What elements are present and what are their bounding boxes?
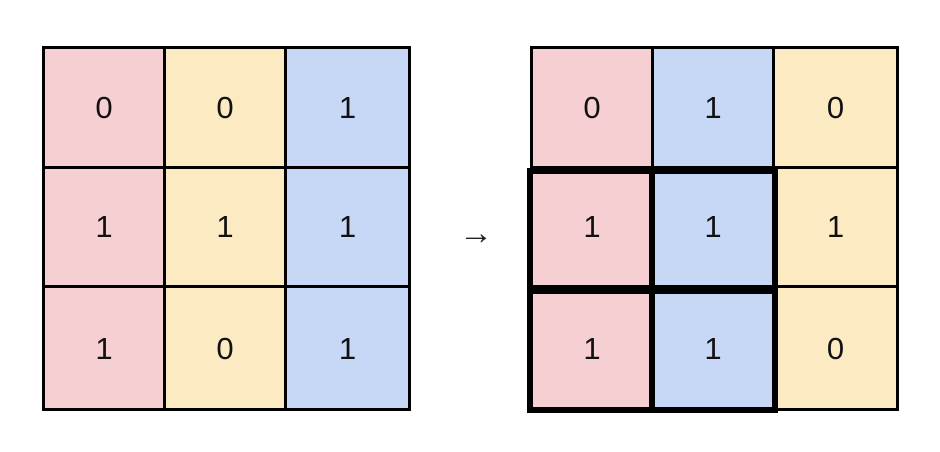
left-cell-r1c2: 0 (166, 49, 287, 169)
right-cell-r1c3: 0 (775, 49, 896, 169)
output-grid: 0 1 0 1 1 1 1 1 0 (530, 46, 899, 411)
left-cell-r1c1: 0 (45, 49, 166, 169)
left-cell-r1c3: 1 (287, 49, 408, 169)
left-cell-r3c2: 0 (166, 288, 287, 408)
right-arrow-icon: → (459, 214, 493, 252)
right-cell-r1c1: 0 (533, 49, 654, 169)
left-cell-r3c1: 1 (45, 288, 166, 408)
right-cell-r2c2: 1 (654, 168, 775, 289)
left-cell-r2c3: 1 (287, 168, 408, 289)
right-cell-r2c1: 1 (533, 168, 654, 289)
right-cell-r1c2: 1 (654, 49, 775, 169)
right-cell-r3c2: 1 (654, 288, 775, 408)
left-cell-r3c3: 1 (287, 288, 408, 408)
left-cell-r2c1: 1 (45, 168, 166, 289)
left-cell-r2c2: 1 (166, 168, 287, 289)
right-cell-r3c3: 0 (775, 288, 896, 408)
right-cell-r2c3: 1 (775, 168, 896, 289)
input-grid: 0 0 1 1 1 1 1 0 1 (42, 46, 411, 411)
right-cell-r3c1: 1 (533, 288, 654, 408)
